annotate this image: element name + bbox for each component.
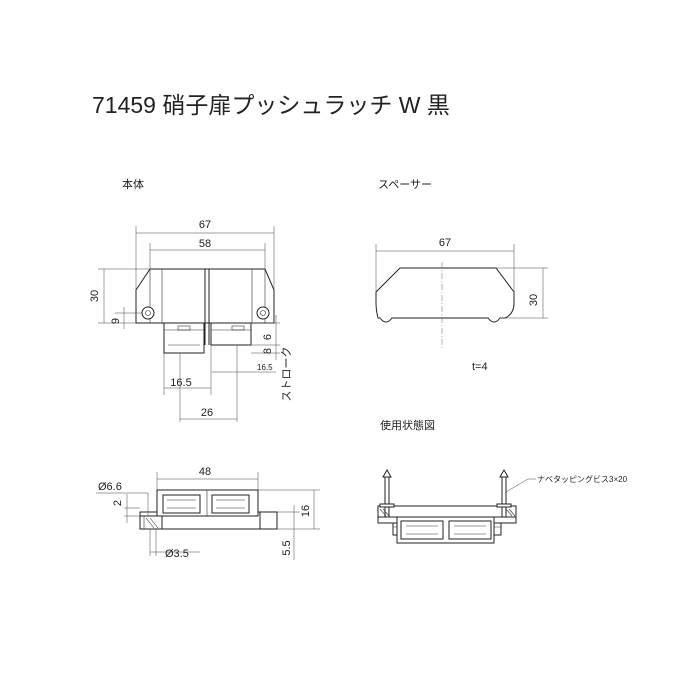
dim-body-stroke-small: 16.5 xyxy=(257,363,273,372)
dim-side-hole-dia: Ø6.6 xyxy=(98,481,122,493)
spacer-view-label: スペーサー xyxy=(378,178,432,191)
body-latch-left xyxy=(163,322,205,354)
dim-side-height: 16 xyxy=(300,505,312,517)
dim-body-center: 26 xyxy=(201,407,213,419)
dim-body-hole-height: 9 xyxy=(110,318,122,324)
body-view: 本体 67 58 30 xyxy=(89,177,293,422)
dim-side-depth: 2 xyxy=(112,500,124,506)
dim-body-width-inner: 58 xyxy=(199,238,211,250)
dim-spacer-thickness: t=4 xyxy=(472,361,488,373)
usage-screw-note: ナベタッピングビス3×20 xyxy=(537,474,628,484)
usage-screw-right xyxy=(501,476,507,518)
side-view: 48 Ø6.6 2 Ø3.5 16 5.5 xyxy=(96,466,320,560)
dim-body-stroke-label: ストローク xyxy=(280,347,293,402)
body-mounting-hole-left xyxy=(141,306,155,320)
body-latch-right xyxy=(210,322,252,346)
dim-body-offset-6: 6 xyxy=(262,334,274,340)
usage-view: 使用状態図 ナベタッピングビス3×20 xyxy=(377,418,628,544)
dim-body-height: 30 xyxy=(89,290,101,302)
dim-side-length: 48 xyxy=(199,466,211,478)
dim-body-width-total: 67 xyxy=(199,219,211,231)
spacer-view: スペーサー 67 30 t=4 xyxy=(375,178,548,373)
drawing-title: 71459 硝子扉プッシュラッチ W 黒 xyxy=(92,92,450,118)
dim-spacer-height: 30 xyxy=(528,294,540,306)
dim-side-screw-dia: Ø3.5 xyxy=(165,548,189,560)
dim-spacer-width: 67 xyxy=(439,237,451,249)
usage-view-label: 使用状態図 xyxy=(380,418,435,432)
dim-body-offset-8: 8 xyxy=(262,348,274,354)
dim-body-stroke: 16.5 xyxy=(170,377,191,389)
usage-screw-left xyxy=(384,476,390,518)
body-view-label: 本体 xyxy=(122,177,144,191)
body-mounting-hole-right xyxy=(256,306,270,320)
dim-side-base: 5.5 xyxy=(281,540,293,555)
usage-spacer-plate xyxy=(377,505,517,518)
spacer-outline xyxy=(375,267,515,323)
